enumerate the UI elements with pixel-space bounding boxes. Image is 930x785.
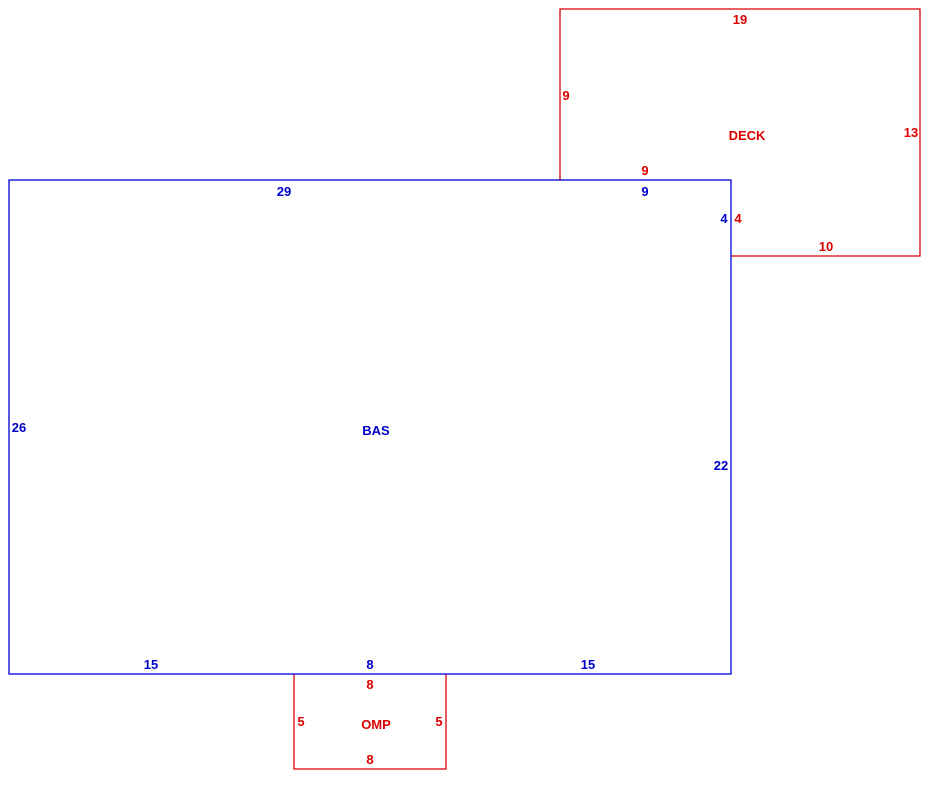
deck-dim-inner-bottom: 9 — [641, 163, 648, 178]
deck-dim-bottom: 10 — [819, 239, 833, 254]
omp-label: OMP — [361, 717, 391, 732]
bas-outline — [8, 179, 732, 675]
omp-dim-left: 5 — [297, 714, 304, 729]
deck-outline — [559, 8, 921, 257]
deck-dim-right: 13 — [904, 125, 918, 140]
bas-area: BAS 29 9 4 22 26 15 8 15 — [8, 179, 732, 675]
deck-dim-top: 19 — [733, 12, 747, 27]
deck-area: DECK 19 9 13 10 9 4 — [559, 8, 921, 257]
bas-dim-right-lower: 22 — [714, 458, 728, 473]
bas-dim-top-left: 29 — [277, 184, 291, 199]
bas-dim-right-upper: 4 — [720, 211, 728, 226]
omp-dim-right: 5 — [435, 714, 442, 729]
deck-dim-left: 9 — [562, 88, 569, 103]
deck-dim-inner-left: 4 — [734, 211, 742, 226]
omp-dim-top: 8 — [366, 677, 373, 692]
omp-area: OMP 8 5 5 8 — [293, 674, 447, 770]
bas-label: BAS — [362, 423, 390, 438]
bas-dim-bottom-mid: 8 — [366, 657, 373, 672]
bas-dim-bottom-right: 15 — [581, 657, 595, 672]
bas-dim-top-right: 9 — [641, 184, 648, 199]
omp-dim-bottom: 8 — [366, 752, 373, 767]
bas-dim-left: 26 — [12, 420, 26, 435]
bas-dim-bottom-left: 15 — [144, 657, 158, 672]
omp-outline — [293, 674, 447, 770]
deck-label: DECK — [729, 128, 766, 143]
